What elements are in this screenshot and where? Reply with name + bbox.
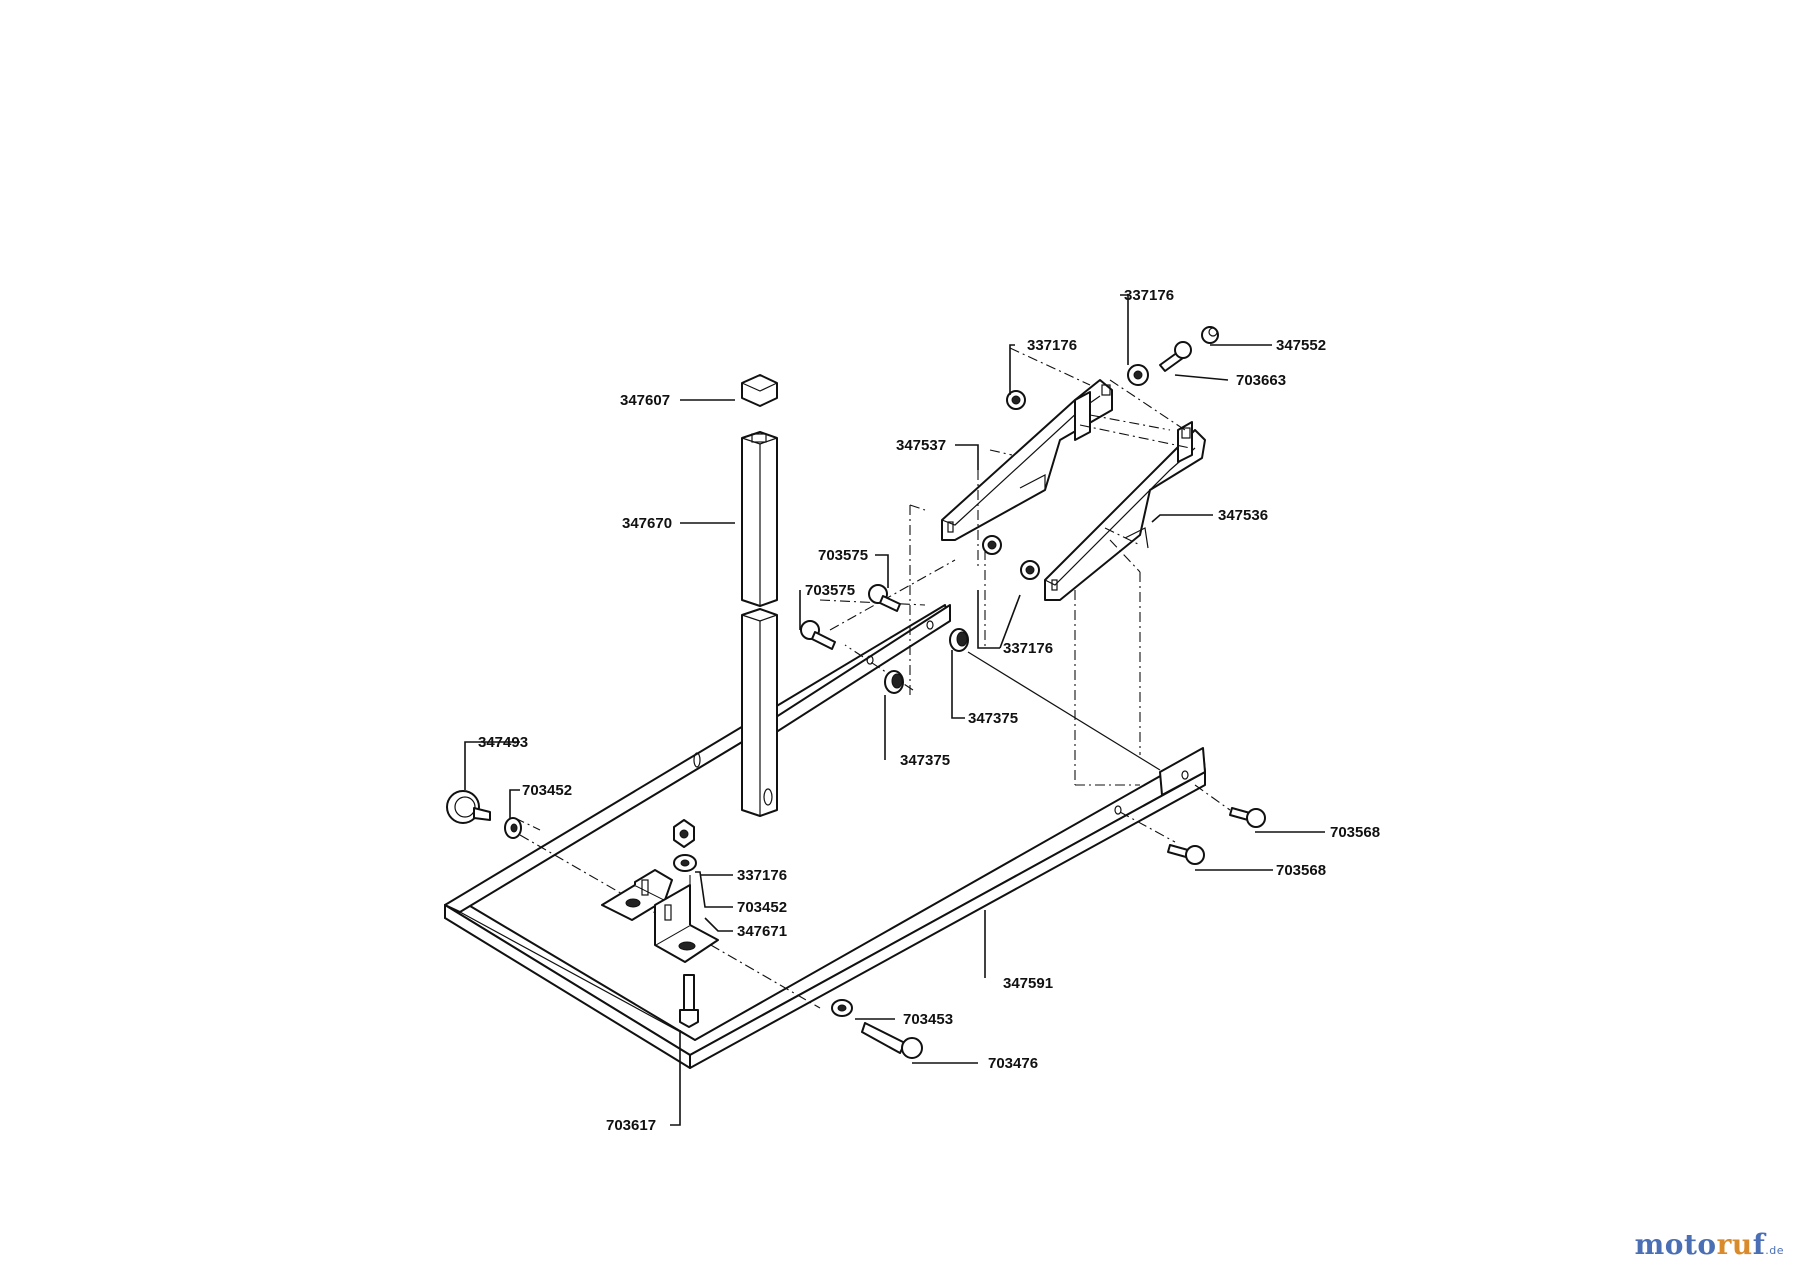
washer-703452-b: [673, 854, 697, 872]
bracket-347537: [941, 379, 1113, 541]
brand-text-b: ru: [1716, 1228, 1753, 1261]
label-703568-a: 703568: [1330, 824, 1380, 841]
bracket-347536: [1044, 421, 1206, 601]
label-347591: 347591: [1003, 975, 1053, 992]
washer-703452-a: [504, 817, 522, 839]
label-347670: 347670: [622, 515, 672, 532]
screw-703663: [1159, 341, 1192, 372]
knob-347493: [446, 790, 491, 824]
square-tube-347670: [741, 431, 778, 817]
label-703575-a: 703575: [818, 547, 868, 564]
label-703617: 703617: [606, 1117, 656, 1134]
nut-337176-b: [1127, 364, 1149, 386]
label-347375-b: 347375: [900, 752, 950, 769]
bolt-703575-b: [800, 620, 836, 650]
brand-watermark: motoruf.de: [1635, 1228, 1784, 1261]
nut-337176-d: [1020, 560, 1040, 580]
tube-cap-347607: [741, 374, 778, 407]
label-347493: 347493: [478, 734, 528, 751]
label-703568-b: 703568: [1276, 862, 1326, 879]
washer-703453: [831, 999, 853, 1017]
label-703476: 703476: [988, 1055, 1038, 1072]
bolt-703575-a: [868, 584, 901, 612]
bolt-703476: [861, 1022, 923, 1059]
nut-337176-e: [673, 819, 695, 848]
cap-nut-347552: [1201, 326, 1219, 344]
leader-lines: [464, 294, 1325, 1126]
label-703452-a: 703452: [522, 782, 572, 799]
clamp-bracket-347671-b: [654, 884, 719, 963]
label-347537: 347537: [896, 437, 946, 454]
bolt-703617: [679, 974, 699, 1028]
label-347552: 347552: [1276, 337, 1326, 354]
label-347607: 347607: [620, 392, 670, 409]
bolt-703568-a: [1229, 807, 1266, 828]
spacer-347375-b: [884, 670, 904, 694]
base-tray-347591: [444, 604, 1206, 1069]
label-703453: 703453: [903, 1011, 953, 1028]
label-703663: 703663: [1236, 372, 1286, 389]
label-337176-base: 337176: [737, 867, 787, 884]
label-337176-mid: 337176: [1027, 337, 1077, 354]
nut-337176-a: [1006, 390, 1026, 410]
nut-337176-c: [982, 535, 1002, 555]
label-337176-top: 337176: [1124, 287, 1174, 304]
bolt-703568-b: [1167, 844, 1205, 865]
spacer-347375-a: [949, 628, 969, 652]
label-703575-b: 703575: [805, 582, 855, 599]
label-347671: 347671: [737, 923, 787, 940]
label-347536: 347536: [1218, 507, 1268, 524]
brand-text-c: f: [1752, 1228, 1766, 1261]
brand-text-a: moto: [1634, 1228, 1717, 1261]
label-337176-low: 337176: [1003, 640, 1053, 657]
assembly-lines: [514, 347, 1231, 1009]
part-number-labels: 337176 337176 347552 703663 347607 34753…: [478, 287, 1380, 1134]
clamp-bracket-347671-a: [601, 869, 673, 921]
label-347375-a: 347375: [968, 710, 1018, 727]
label-703452-b: 703452: [737, 899, 787, 916]
brand-tld: .de: [1765, 1244, 1784, 1257]
